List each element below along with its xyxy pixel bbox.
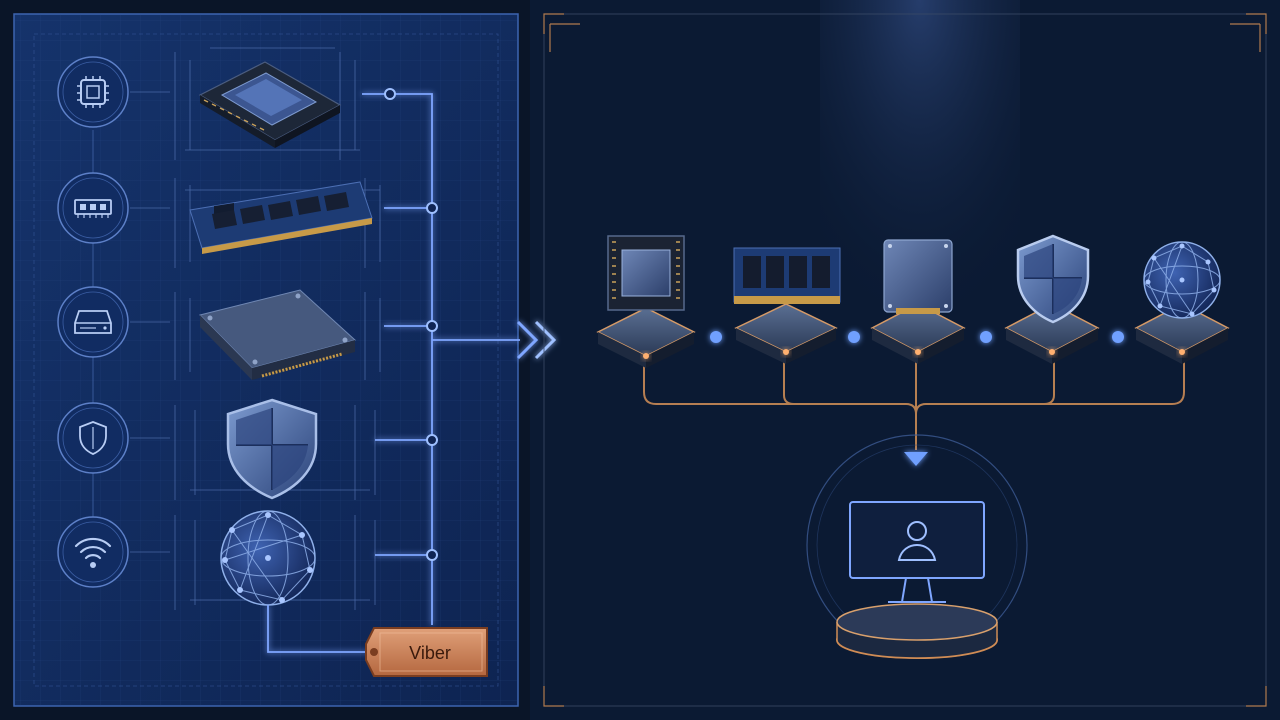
component-icon-list: [57, 56, 129, 588]
assembly-panel-frame: [543, 13, 1267, 707]
pedestal-ram: [734, 303, 838, 364]
wifi-icon: [57, 516, 129, 588]
flow-arrow: [516, 320, 557, 360]
down-arrow-icon: [904, 452, 928, 466]
pedestal-row: [596, 303, 1230, 368]
memory-module-icon: [57, 172, 129, 244]
blueprint-shield: [226, 398, 318, 500]
blueprint-ram-module: [189, 181, 373, 254]
pedestal-ssd: [870, 303, 966, 364]
viber-tag-label: Viber: [409, 643, 451, 663]
assembled-ram-module: [733, 247, 841, 304]
pedestal-shield: [1004, 303, 1100, 364]
pedestal-cpu: [596, 307, 696, 368]
assembled-shield: [1016, 234, 1090, 324]
assembled-ssd: [883, 239, 953, 314]
blueprint-connector-nodes: [384, 88, 438, 561]
viber-tag: Viber: [365, 627, 488, 677]
blueprint-ssd: [199, 289, 357, 380]
assembled-cpu-chip: [607, 235, 685, 311]
storage-drive-icon: [57, 286, 129, 358]
blueprint-globe: [220, 510, 316, 606]
blueprint-cpu-chip: [198, 61, 342, 148]
assembled-globe: [1143, 241, 1221, 319]
output-computer: [806, 434, 1028, 659]
cpu-chip-icon: [57, 56, 129, 128]
shield-icon: [57, 402, 129, 474]
